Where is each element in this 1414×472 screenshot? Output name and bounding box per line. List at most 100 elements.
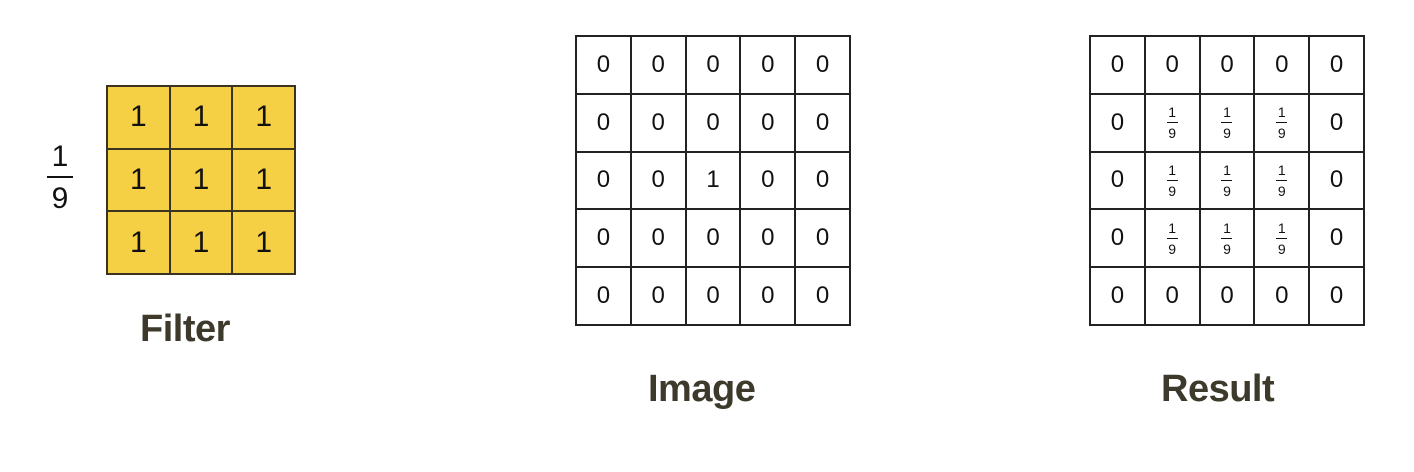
image-cell: 0 [576, 267, 631, 325]
filter-scale-denominator: 9 [51, 182, 69, 215]
result-cell: 0 [1309, 267, 1364, 325]
filter-cell: 1 [107, 148, 170, 212]
image-caption: Image [648, 368, 756, 410]
fraction-bar [1221, 237, 1233, 239]
result-cell: 0 [1309, 151, 1364, 210]
image-cell: 0 [740, 151, 796, 210]
image-cell: 0 [685, 209, 741, 268]
fraction-denominator: 9 [1168, 125, 1177, 142]
image-cell: 0 [630, 93, 686, 152]
fraction-denominator: 9 [1277, 240, 1286, 257]
image-cell: 0 [576, 36, 631, 94]
filter-cell: 1 [169, 148, 233, 212]
result-cell: 0 [1309, 209, 1364, 268]
fraction-denominator: 9 [1168, 182, 1177, 199]
fraction-bar [47, 176, 73, 178]
image-cell: 0 [576, 93, 631, 152]
filter-cell: 1 [232, 86, 295, 149]
fraction-bar [1276, 122, 1288, 124]
image-cell: 0 [576, 209, 631, 268]
fraction-bar [1166, 179, 1178, 181]
fraction-denominator: 9 [1168, 240, 1177, 257]
result-cell: 0 [1199, 267, 1255, 325]
fraction-denominator: 9 [1223, 125, 1231, 142]
image-cell: 0 [740, 209, 796, 268]
fraction-denominator: 9 [1277, 182, 1286, 199]
result-cell: 0 [1254, 267, 1310, 325]
fraction-numerator: 1 [1223, 104, 1231, 121]
filter-cell: 1 [232, 148, 295, 212]
image-cell: 0 [740, 36, 796, 94]
result-cell: 0 [1090, 209, 1145, 268]
filter-cell: 1 [107, 211, 170, 274]
fraction-bar [1221, 122, 1233, 124]
filter-cell: 1 [232, 211, 295, 274]
result-cell: 0 [1144, 267, 1200, 325]
fraction-bar [1221, 179, 1233, 181]
filter-scale-factor: 1 9 [40, 142, 80, 214]
fraction-bar [1276, 179, 1288, 181]
image-cell: 1 [685, 151, 741, 210]
image-cell: 0 [630, 209, 686, 268]
image-cell: 0 [740, 267, 796, 325]
image-cell: 0 [795, 93, 850, 152]
result-cell: 0 [1090, 36, 1145, 94]
image-cell: 0 [685, 267, 741, 325]
filter-caption: Filter [140, 308, 230, 350]
filter-cell: 1 [169, 86, 233, 149]
image-cell: 0 [740, 93, 796, 152]
fraction-numerator: 1 [1223, 219, 1231, 236]
fraction-bar [1166, 237, 1178, 239]
image-cell: 0 [685, 36, 741, 94]
image-cell: 0 [630, 36, 686, 94]
image-cell: 0 [795, 267, 850, 325]
result-cell: 0 [1090, 151, 1145, 210]
fraction-denominator: 9 [1223, 182, 1231, 199]
result-caption: Result [1161, 368, 1275, 410]
image-cell: 0 [576, 151, 631, 210]
image-cell: 0 [795, 151, 850, 210]
fraction-bar [1166, 122, 1178, 124]
fraction-numerator: 1 [1277, 161, 1286, 178]
result-cell: 0 [1309, 93, 1364, 152]
fraction-denominator: 9 [1223, 240, 1231, 257]
fraction-numerator: 1 [1168, 219, 1177, 236]
fraction-numerator: 1 [1168, 104, 1177, 121]
image-cell: 0 [630, 267, 686, 325]
fraction-numerator: 1 [1277, 219, 1286, 236]
result-cell: 0 [1199, 36, 1255, 94]
image-cell: 0 [795, 36, 850, 94]
filter-scale-numerator: 1 [51, 140, 69, 173]
result-cell: 0 [1144, 36, 1200, 94]
filter-cell: 1 [169, 211, 233, 274]
result-cell: 0 [1254, 36, 1310, 94]
fraction-denominator: 9 [1277, 125, 1286, 142]
result-cell: 0 [1090, 93, 1145, 152]
result-cell: 0 [1309, 36, 1364, 94]
fraction-numerator: 1 [1277, 104, 1286, 121]
image-cell: 0 [685, 93, 741, 152]
fraction-numerator: 1 [1223, 161, 1231, 178]
image-cell: 0 [630, 151, 686, 210]
image-cell: 0 [795, 209, 850, 268]
